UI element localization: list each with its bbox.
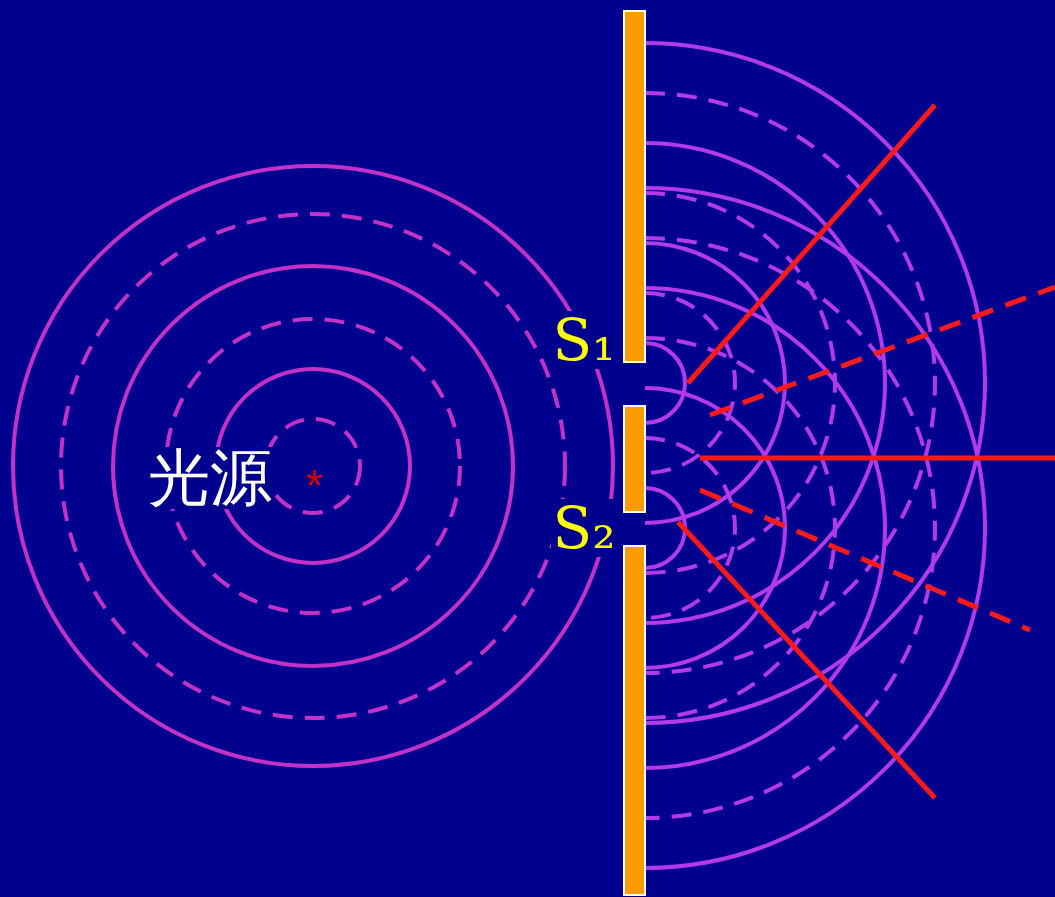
source-point: * <box>303 464 324 508</box>
wavefront-crest <box>113 266 513 666</box>
source-wavefronts <box>13 166 613 766</box>
wavefront-crest <box>645 243 785 523</box>
wavefront-trough <box>266 419 360 513</box>
bright-line <box>678 522 935 798</box>
wavefront-crest <box>645 188 985 868</box>
barrier-segment <box>624 546 645 895</box>
dark-line <box>710 287 1055 415</box>
double-slit-barrier <box>624 11 645 895</box>
interference-lines <box>678 105 1055 798</box>
wavefront-crest <box>645 343 685 423</box>
wavefront-crest <box>645 43 985 723</box>
wavefront-crest <box>13 166 613 766</box>
dark-line <box>700 490 1030 630</box>
wavefront-trough <box>645 438 735 618</box>
barrier-segment <box>624 11 645 362</box>
source-label: 光源 <box>146 447 274 509</box>
slit-label: S₂ <box>551 499 618 557</box>
bright-line <box>688 105 935 383</box>
wavefront-crest <box>645 488 685 568</box>
wavefront-trough <box>61 214 565 718</box>
wavefront-crest <box>645 388 785 668</box>
slit-label: S₁ <box>551 311 618 369</box>
barrier-segment <box>624 406 645 512</box>
bright-line <box>700 456 1055 461</box>
wavefront-trough <box>645 238 935 818</box>
